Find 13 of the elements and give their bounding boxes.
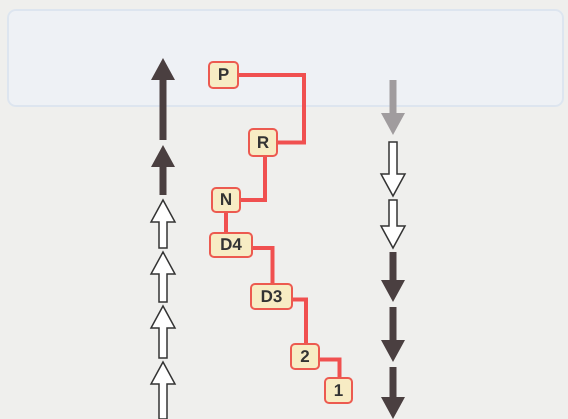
gate-line xyxy=(320,358,342,377)
gear-position-label: P xyxy=(208,61,239,89)
gate-line xyxy=(293,298,308,343)
gear-position-label: D4 xyxy=(209,232,253,258)
gear-position-label: 1 xyxy=(324,377,353,404)
gate-line xyxy=(241,157,267,202)
gear-position-label: 2 xyxy=(290,343,320,370)
gear-position-label: R xyxy=(248,128,278,157)
gear-position-label: D3 xyxy=(250,283,293,310)
gate-line xyxy=(253,246,274,283)
gate-line xyxy=(224,213,228,232)
gear-position-label: N xyxy=(211,187,241,213)
gate-line xyxy=(239,73,306,144)
